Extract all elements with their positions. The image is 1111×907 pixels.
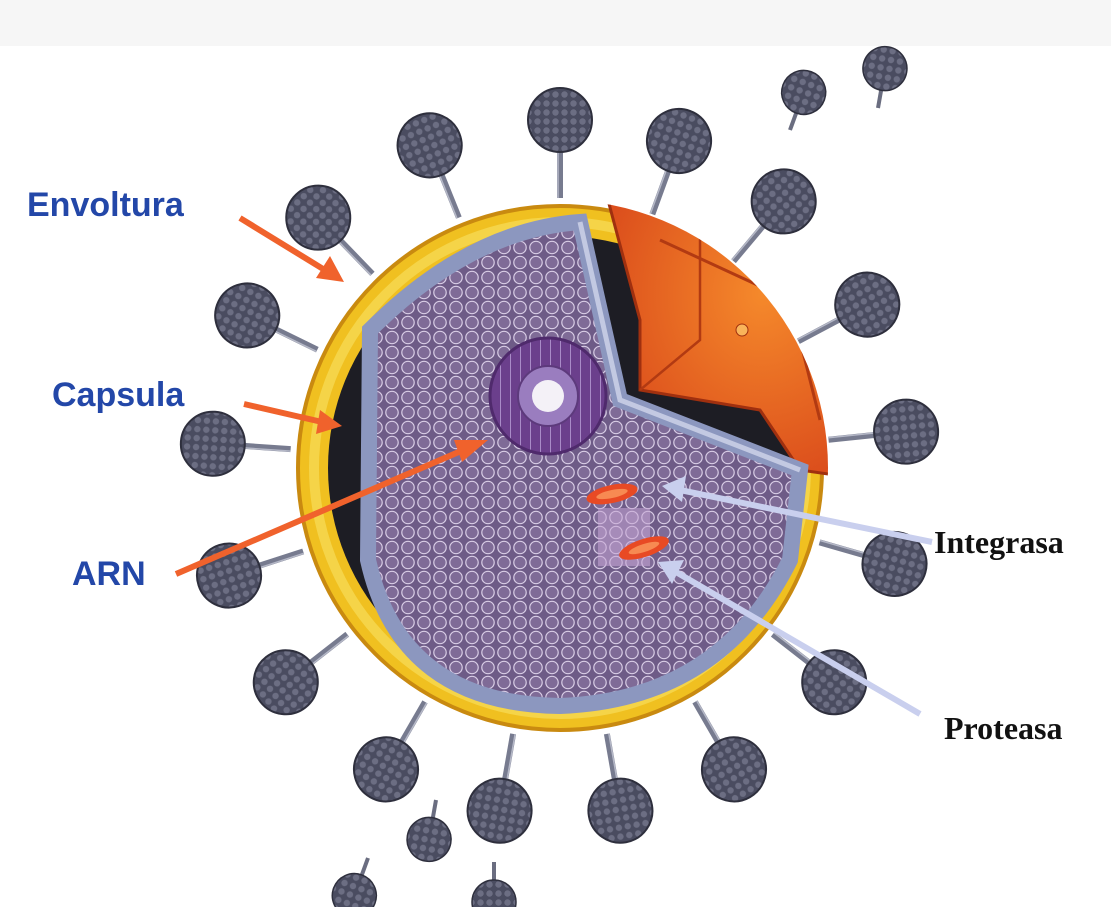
label-proteasa: Proteasa bbox=[944, 710, 1062, 747]
label-arn: ARN bbox=[72, 555, 146, 594]
label-envoltura: Envoltura bbox=[27, 186, 184, 225]
label-capsula: Capsula bbox=[52, 376, 184, 415]
label-integrasa: Integrasa bbox=[934, 524, 1064, 561]
